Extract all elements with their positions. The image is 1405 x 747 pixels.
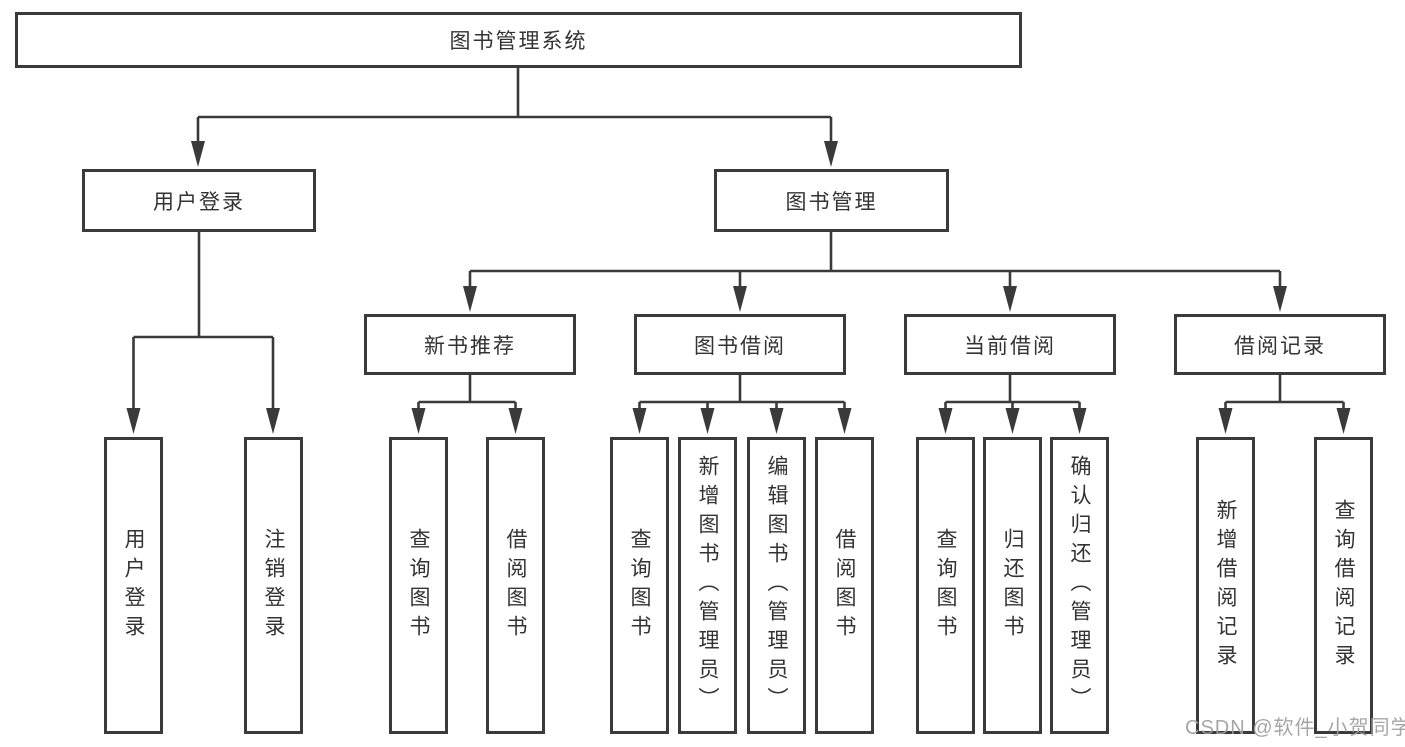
arrowheads	[126, 141, 1351, 434]
leaf-label: 借阅图书	[833, 527, 856, 644]
leaf-add-book-admin: 新增图书（管理员）	[678, 437, 737, 734]
node-borrowing-records: 借阅记录	[1174, 314, 1386, 375]
leaf-label: 确认归还（管理员）	[1068, 455, 1091, 716]
leaf-return-book: 归还图书	[983, 437, 1042, 734]
leaf-query-books-recommend: 查询图书	[389, 437, 448, 734]
leaf-label: 查询图书	[628, 527, 651, 644]
leaf-label: 注销登录	[262, 527, 285, 644]
leaf-label: 查询图书	[934, 527, 957, 644]
leaf-label: 用户登录	[122, 527, 145, 644]
leaf-borrow-books-recommend: 借阅图书	[486, 437, 545, 734]
leaf-add-borrow-record: 新增借阅记录	[1196, 437, 1255, 734]
node-library-management-system: 图书管理系统	[15, 12, 1022, 68]
leaf-query-books-current: 查询图书	[916, 437, 975, 734]
leaf-label: 查询借阅记录	[1332, 498, 1355, 673]
node-book-borrowing: 图书借阅	[634, 314, 846, 375]
node-current-borrowing: 当前借阅	[904, 314, 1116, 375]
leaf-user-login: 用户登录	[104, 437, 163, 734]
leaf-label: 借阅图书	[504, 527, 527, 644]
node-user-login: 用户登录	[82, 169, 316, 232]
leaf-label: 新增图书（管理员）	[696, 455, 719, 716]
leaf-logout: 注销登录	[244, 437, 303, 734]
leaf-query-books-borrowing: 查询图书	[610, 437, 669, 734]
csdn-watermark: CSDN @软件_小贺同学	[1185, 717, 1405, 739]
leaf-edit-book-admin: 编辑图书（管理员）	[747, 437, 806, 734]
leaf-label: 编辑图书（管理员）	[765, 455, 788, 716]
node-book-management: 图书管理	[714, 169, 949, 232]
leaf-confirm-return-admin: 确认归还（管理员）	[1050, 437, 1109, 734]
leaf-label: 查询图书	[407, 527, 430, 644]
leaf-label: 新增借阅记录	[1214, 498, 1237, 673]
leaf-query-borrow-record: 查询借阅记录	[1314, 437, 1373, 734]
node-new-book-recommendation: 新书推荐	[364, 314, 576, 375]
leaf-label: 归还图书	[1001, 527, 1024, 644]
leaf-borrow-books-borrowing: 借阅图书	[815, 437, 874, 734]
